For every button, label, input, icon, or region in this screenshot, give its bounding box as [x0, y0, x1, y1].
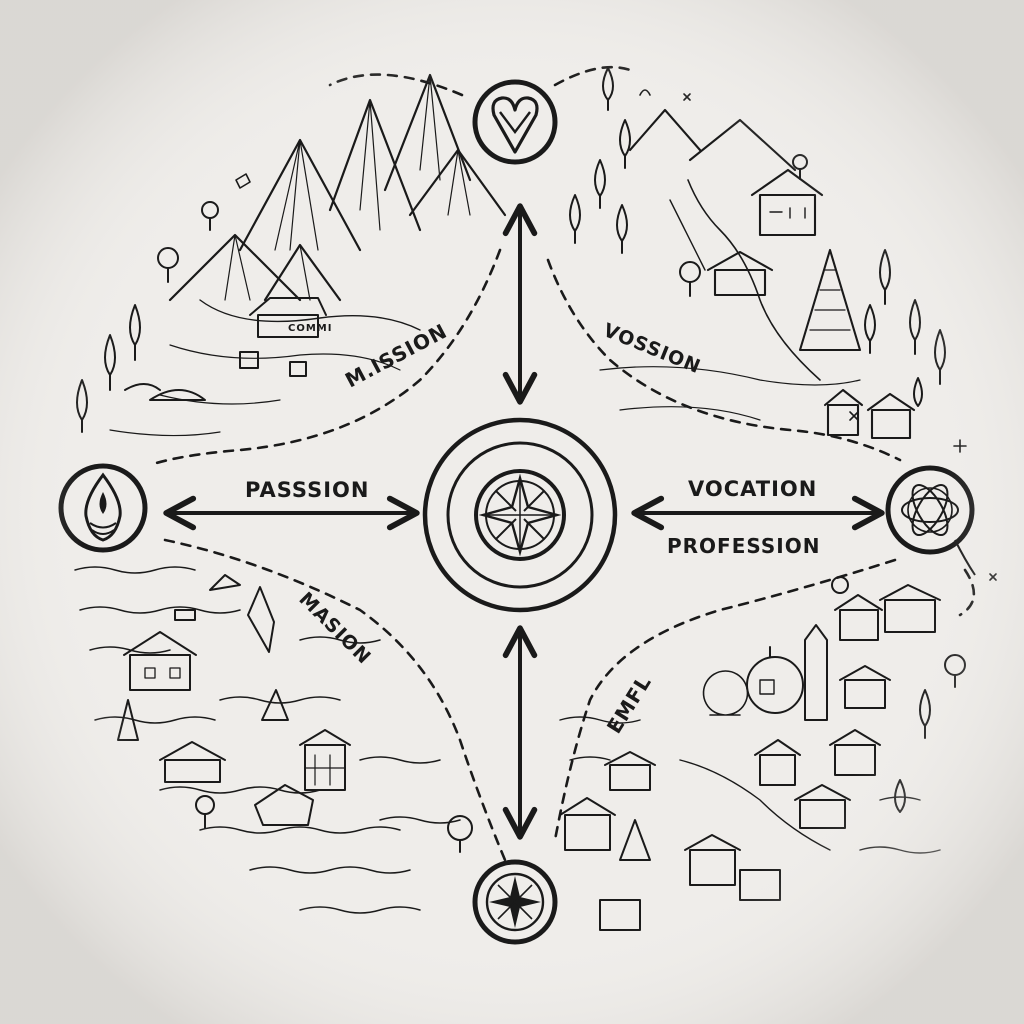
heart-icon — [472, 79, 558, 165]
profession-label: PROFESSION — [667, 534, 820, 558]
vocation-label: VOCATION — [688, 477, 817, 501]
building-sign-label: COMMI — [288, 323, 332, 334]
flame-drop-icon — [58, 463, 148, 553]
center-compass-icon — [422, 417, 618, 613]
passion-label: PASSSION — [245, 478, 369, 502]
compass-rose-icon — [472, 859, 558, 945]
